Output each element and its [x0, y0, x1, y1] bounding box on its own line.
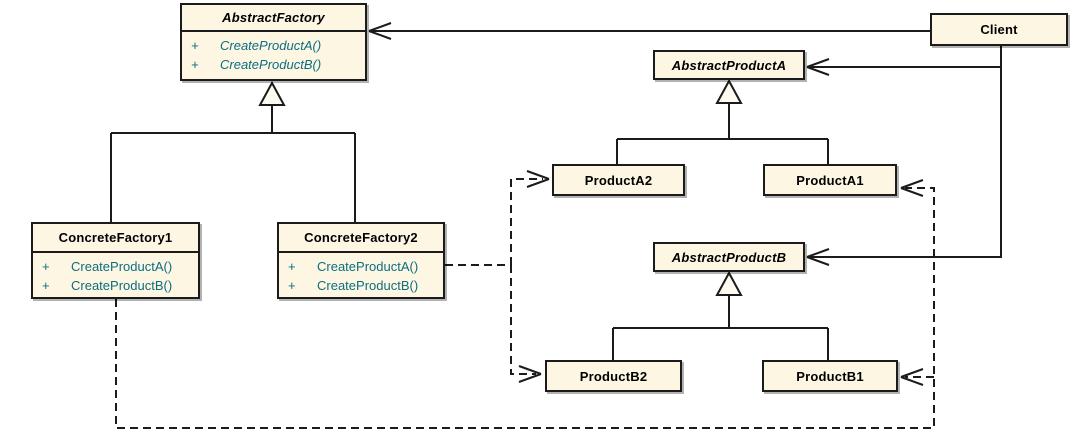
methods-compartment: + CreateProductA() + CreateProductB() [33, 253, 198, 295]
method-visibility: + [288, 278, 296, 293]
class-name: ProductA2 [584, 172, 653, 188]
class-productb1: ProductB1 [762, 360, 898, 392]
class-name: AbstractFactory [182, 5, 365, 32]
method-signature: CreateProductB() [220, 57, 322, 72]
open-arrow-icon [368, 22, 392, 40]
method-visibility: + [191, 57, 199, 72]
method-createproducta: + CreateProductA() [182, 36, 365, 55]
open-arrow-icon [806, 248, 830, 266]
class-abstractproductb: AbstractProductB [653, 242, 805, 272]
method-createproductb: + CreateProductB() [33, 276, 198, 295]
method-visibility: + [191, 38, 199, 53]
class-abstractfactory: AbstractFactory + CreateProductA() + Cre… [180, 3, 367, 81]
method-visibility: + [288, 259, 296, 274]
class-concretefactory1: ConcreteFactory1 + CreateProductA() + Cr… [31, 222, 200, 299]
association-client-to-abstractfactory [368, 22, 930, 40]
class-name: ConcreteFactory1 [33, 224, 198, 253]
dependency-concretefactory2-to-products [445, 170, 550, 383]
class-abstractproducta: AbstractProductA [653, 50, 805, 80]
method-visibility: + [42, 278, 50, 293]
class-producta2: ProductA2 [552, 164, 685, 196]
class-client: Client [930, 13, 1068, 46]
class-name: AbstractProductA [671, 57, 787, 73]
association-client-to-abstractproducta [806, 58, 1001, 76]
open-arrow-icon [518, 365, 542, 383]
class-name: ProductA1 [796, 172, 864, 188]
method-createproducta: + CreateProductA() [279, 257, 443, 276]
methods-compartment: + CreateProductA() + CreateProductB() [182, 32, 365, 74]
hollow-triangle-icon [715, 270, 743, 296]
class-name: ConcreteFactory2 [279, 224, 443, 253]
method-signature: CreateProductB() [317, 278, 419, 293]
method-signature: CreateProductA() [317, 259, 419, 274]
method-createproducta: + CreateProductA() [33, 257, 198, 276]
open-arrow-icon [900, 368, 924, 386]
method-createproductb: + CreateProductB() [279, 276, 443, 295]
open-arrow-icon [900, 179, 924, 197]
class-producta1: ProductA1 [763, 164, 897, 196]
class-name: AbstractProductB [671, 249, 787, 265]
method-signature: CreateProductA() [71, 259, 173, 274]
method-signature: CreateProductA() [220, 38, 322, 53]
class-name: Client [980, 22, 1018, 37]
open-arrow-icon [526, 170, 550, 188]
dependency-concretefactory1-to-products [115, 179, 935, 429]
hollow-triangle-icon [258, 80, 286, 106]
open-arrow-icon [806, 58, 830, 76]
generalization-products-to-abstractproducta [616, 78, 829, 164]
association-client-to-abstractproductb [806, 46, 1002, 266]
generalization-products-to-abstractproductb [612, 270, 829, 360]
generalization-concretefactories-to-abstractfactory [110, 80, 356, 222]
class-name: ProductB2 [579, 368, 648, 384]
class-concretefactory2: ConcreteFactory2 + CreateProductA() + Cr… [277, 222, 445, 299]
class-productb2: ProductB2 [545, 360, 682, 392]
methods-compartment: + CreateProductA() + CreateProductB() [279, 253, 443, 295]
hollow-triangle-icon [715, 78, 743, 104]
method-signature: CreateProductB() [71, 278, 173, 293]
method-createproductb: + CreateProductB() [182, 55, 365, 74]
method-visibility: + [42, 259, 50, 274]
class-name: ProductB1 [796, 368, 864, 384]
